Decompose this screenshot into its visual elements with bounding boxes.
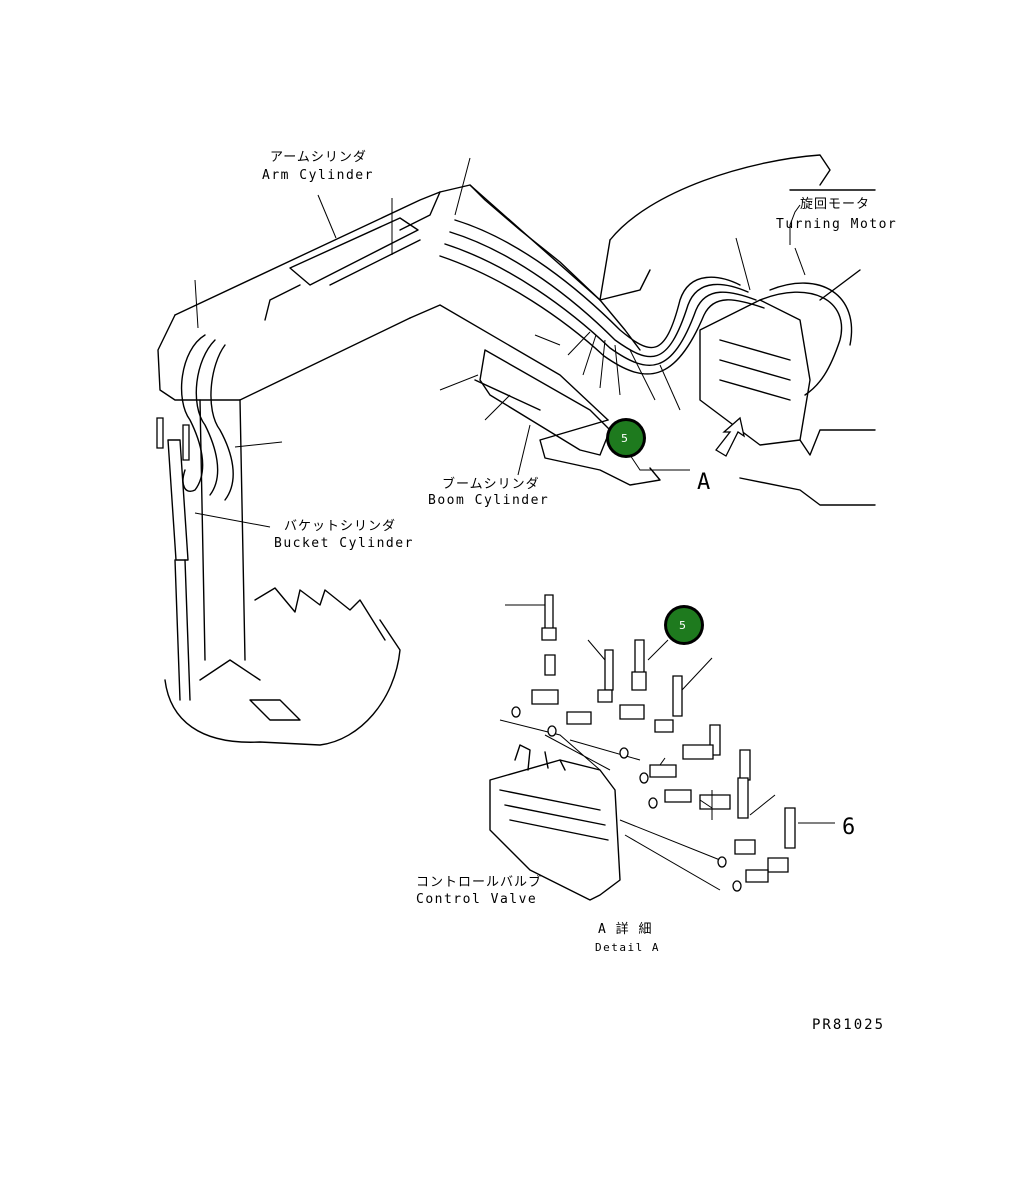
turning-motor-en-label: Turning Motor: [776, 217, 897, 232]
boom-cylinder-en-label: Boom Cylinder: [428, 493, 549, 508]
drawing-reference: PR81025: [812, 1017, 885, 1033]
callout-badge-lower-fill: [667, 608, 701, 642]
arm-cylinder-jp-label: アームシリンダ: [270, 150, 367, 165]
arm-cylinder-en-label: Arm Cylinder: [262, 168, 374, 183]
detail-a-en-label: Detail A: [595, 941, 660, 954]
callout-badge-lower-number: 5: [679, 619, 686, 632]
control-valve-jp-label: コントロールバルブ: [416, 874, 542, 890]
bucket-cylinder-jp-label: バケットシリンダ: [284, 519, 396, 534]
detail-a-illustration: [489, 594, 835, 901]
callout-badge-upper[interactable]: 5: [606, 418, 646, 458]
callout-badge-lower[interactable]: 5: [664, 605, 704, 645]
part-number-6: 6: [842, 815, 855, 840]
excavator-front-illustration: [156, 154, 876, 746]
view-arrow-label: A: [697, 470, 710, 495]
turning-motor-jp-label: 旋回モータ: [800, 197, 870, 212]
detail-a-jp-label: A 詳 細: [598, 921, 652, 937]
boom-cylinder-jp-label: ブームシリンダ: [442, 476, 540, 492]
callout-badge-upper-fill: [609, 421, 643, 455]
control-valve-en-label: Control Valve: [416, 892, 537, 907]
bucket-cylinder-en-label: Bucket Cylinder: [274, 536, 414, 551]
callout-badge-upper-number: 5: [621, 432, 628, 445]
